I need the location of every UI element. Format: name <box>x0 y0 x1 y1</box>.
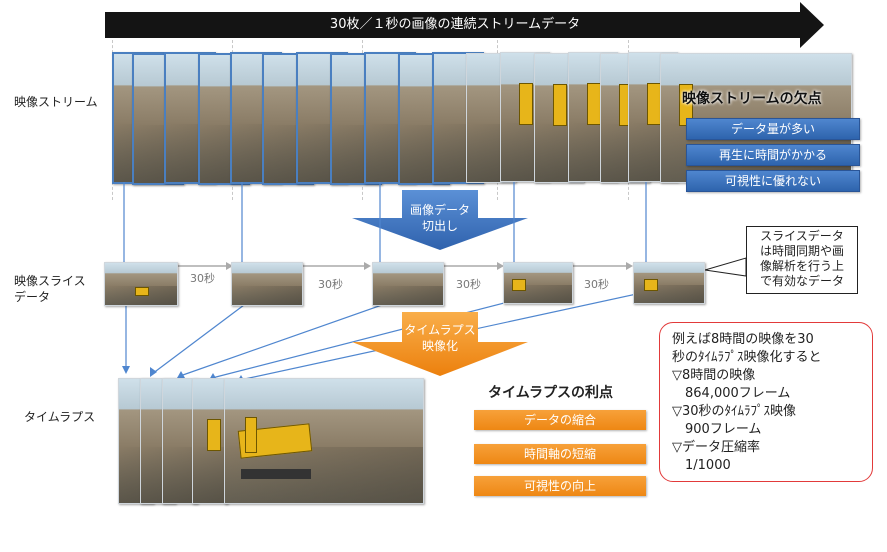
down-arrow-cut-label: 画像データ 切出し <box>409 203 470 233</box>
interval-label: 30秒 <box>190 272 215 285</box>
row-label-timelapse: タイムラプス <box>24 410 96 424</box>
timelapse-main-frame <box>224 378 424 504</box>
slice-callout: スライスデータ は時間同期や画 像解析を行う上 で有効なデータ <box>746 226 858 294</box>
drawback-item: 再生に時間がかかる <box>686 144 860 166</box>
example-line: ▽30秒のﾀｲﾑﾗﾌﾟｽ映像 <box>672 404 797 419</box>
example-line: 例えば8時間の映像を30 <box>672 332 814 347</box>
benefits-title: タイムラプスの利点 <box>488 385 614 401</box>
drawbacks-panel: 映像ストリームの欠点 データ量が多い 再生に時間がかかる 可視性に優れない <box>668 84 868 196</box>
down-arrow-cut <box>352 190 528 250</box>
example-line: ▽8時間の映像 <box>672 368 756 383</box>
benefit-item: 時間軸の短縮 <box>474 444 646 464</box>
row-label-slice: 映像スライス データ <box>14 274 86 304</box>
slice-frame <box>104 262 178 306</box>
top-arrow-shaft <box>105 12 805 38</box>
interval-label: 30秒 <box>584 278 609 291</box>
benefit-item: データの縮合 <box>474 410 646 430</box>
example-line: 900フレーム <box>672 422 762 437</box>
slice-frame <box>503 262 573 304</box>
drawback-item: 可視性に優れない <box>686 170 860 192</box>
down-arrow-timelapse <box>352 312 528 376</box>
interval-label: 30秒 <box>318 278 343 291</box>
example-line: 秒のﾀｲﾑﾗﾌﾟｽ映像化すると <box>672 350 822 365</box>
top-arrow-label: 30枚／１秒の画像の連続ストリームデータ <box>329 17 581 32</box>
example-line: 1/1000 <box>672 458 731 473</box>
drawback-item: データ量が多い <box>686 118 860 140</box>
example-line: ▽データ圧縮率 <box>672 440 760 455</box>
top-arrow-head <box>800 2 824 48</box>
drawbacks-title: 映像ストリームの欠点 <box>682 91 822 107</box>
stream-frame <box>296 52 348 184</box>
example-box: 例えば8時間の映像を30 秒のﾀｲﾑﾗﾌﾟｽ映像化すると ▽8時間の映像 864… <box>659 322 873 482</box>
down-arrow-timelapse-label: タイムラプス 映像化 <box>404 323 476 353</box>
row-label-stream: 映像ストリーム <box>14 95 98 109</box>
timelapse-frame <box>192 378 228 504</box>
slice-frame <box>372 262 444 306</box>
example-line: 864,000フレーム <box>672 386 791 401</box>
slice-frame <box>633 262 705 304</box>
benefit-item: 可視性の向上 <box>474 476 646 496</box>
interval-label: 30秒 <box>456 278 481 291</box>
slice-frame <box>231 262 303 306</box>
